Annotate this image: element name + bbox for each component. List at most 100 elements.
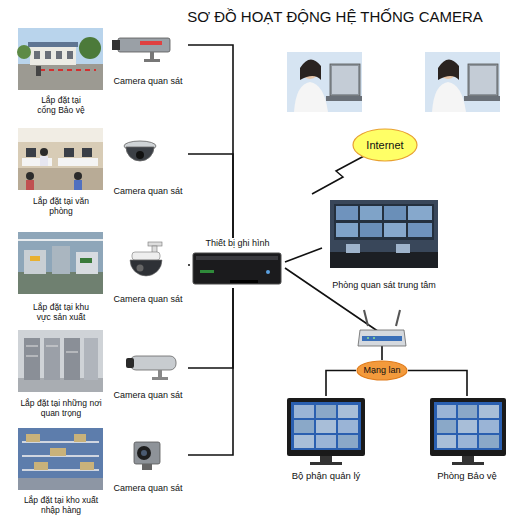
cable-line [326, 371, 356, 397]
router-icon [358, 310, 406, 346]
office-photo [64, 148, 74, 157]
server-room-photo [18, 330, 103, 392]
user-at-computer [300, 59, 321, 80]
router-icon [362, 336, 402, 341]
monitor-icon [437, 435, 456, 448]
factory-photo [80, 258, 92, 263]
dvr-device [266, 270, 270, 274]
warehouse-photo [50, 448, 66, 456]
box-camera-icon [112, 40, 120, 50]
router-icon [396, 310, 400, 326]
user-at-computer [425, 52, 500, 112]
ptz-camera-icon [148, 242, 162, 246]
bullet-camera-icon [158, 370, 162, 378]
camera-unit: Camera quan sát [108, 136, 188, 196]
server-room-photo [64, 338, 80, 380]
gate-photo [79, 37, 101, 59]
server-room-photo [66, 352, 78, 353]
box-camera-icon [150, 52, 154, 60]
gate-photo [30, 47, 76, 65]
cable-line [285, 248, 322, 262]
dvr-device [193, 253, 281, 284]
factory-photo [18, 239, 103, 241]
warehouse-photo [80, 462, 94, 470]
factory-photo [24, 250, 46, 274]
user-at-computer [432, 82, 466, 112]
bullet-camera-icon [130, 356, 176, 370]
box-camera-icon [134, 442, 160, 464]
user-at-computer [332, 66, 358, 94]
monitor-icon [462, 456, 474, 462]
gate-photo [18, 64, 103, 90]
camera-unit: Camera quan sát [108, 32, 188, 86]
gate-photo [34, 51, 40, 59]
warehouse-photo [18, 478, 103, 490]
box-camera-icon [144, 59, 160, 62]
box-camera-icon [112, 38, 170, 62]
location-photo: Lắp đặt tại cổng Bảo vệ [14, 28, 108, 116]
office-photo [74, 172, 82, 180]
warehouse-photo [74, 434, 86, 442]
office-photo [58, 158, 98, 166]
ptz-camera-icon [132, 252, 160, 260]
monitor-icon [479, 435, 499, 448]
monitor-icon [294, 420, 314, 433]
node-label: Camera quan sát [113, 390, 182, 400]
office-photo [26, 180, 34, 190]
wireless-bolt [312, 156, 364, 194]
control-room-photo [336, 206, 358, 220]
gate-photo [36, 66, 41, 76]
control-room-photo [408, 206, 432, 220]
factory-photo [18, 232, 103, 294]
dvr-device [230, 280, 258, 283]
camera-unit: Camera quan sát [108, 238, 188, 304]
internet-ellipse [353, 129, 417, 161]
monitor-icon [294, 405, 314, 418]
node-label: Bộ phận quản lý [292, 471, 361, 482]
cable-line [188, 288, 233, 368]
office-photo [40, 156, 48, 166]
user-at-computer [287, 52, 362, 112]
office-photo [82, 148, 92, 157]
router-icon [367, 337, 369, 339]
lan-ellipse [357, 361, 407, 380]
monitor-icon [294, 435, 314, 448]
monitor-icon [316, 420, 336, 433]
user-at-computer [287, 52, 362, 112]
monitor-icon [458, 420, 477, 433]
dome-camera-icon [136, 151, 144, 159]
monitor-station: Phòng Bảo vệ [425, 396, 509, 482]
user-at-computer [464, 96, 500, 101]
office-photo [74, 180, 82, 190]
monitor-icon [338, 435, 358, 448]
camera-unit: Camera quan sát [108, 437, 188, 493]
location-caption: Lắp đặt tại kho xuất nhập hàng [21, 496, 101, 516]
node-label: Phòng quan sát trung tâm [332, 280, 436, 290]
location-caption: Lắp đặt tại văn phòng [31, 197, 91, 217]
node-label: Internet [366, 139, 403, 152]
internet-ellipse: Internet [352, 128, 418, 162]
user-at-computer [326, 96, 362, 101]
monitor-station: Bộ phận quản lý [283, 396, 369, 482]
control-room-photo [330, 252, 438, 268]
server-room-photo [18, 378, 103, 392]
location-photo: Lắp đặt tại văn phòng [14, 127, 108, 217]
box-camera-icon [140, 41, 162, 45]
monitor-icon [437, 405, 456, 418]
ptz-camera-icon [130, 260, 162, 276]
control-room-photo [360, 206, 382, 220]
monitor-icon [316, 435, 336, 448]
monitor-icon [434, 402, 502, 450]
lan-ellipse: Mạng lan [356, 360, 408, 381]
ptz-camera-icon [130, 242, 162, 276]
office-photo [40, 148, 48, 156]
gate-photo [40, 69, 96, 71]
control-room-photo [346, 244, 360, 253]
warehouse-photo [18, 428, 103, 490]
user-at-computer [425, 52, 500, 112]
warehouse-photo [26, 434, 40, 442]
camera-unit: Camera quan sát [108, 348, 188, 400]
recorder-box: Thiết bị ghi hình [190, 238, 285, 288]
